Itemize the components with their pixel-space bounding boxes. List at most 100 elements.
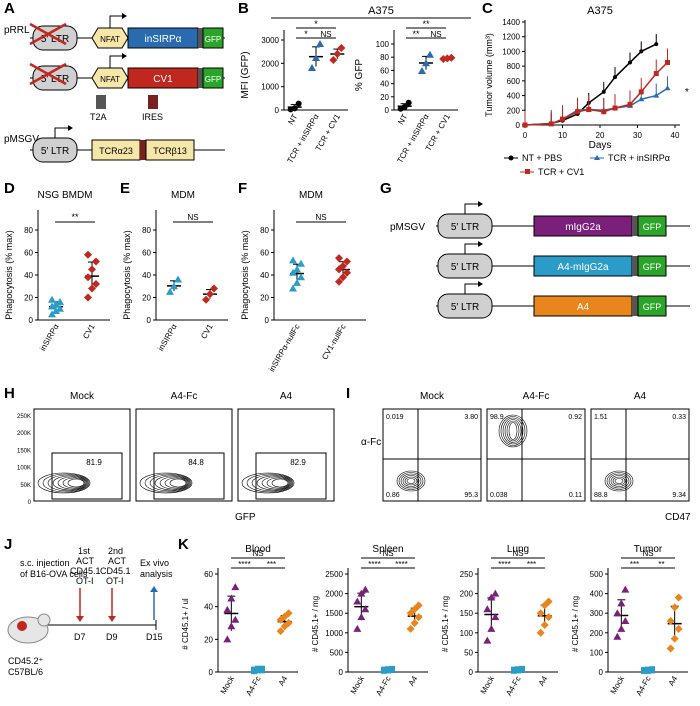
data-point xyxy=(88,284,96,293)
y-tick-label: 80 xyxy=(260,226,269,235)
panel-e-chart: MDM Phagocytosis (% max) 020406080inSIRP… xyxy=(122,190,228,353)
data-point xyxy=(333,50,342,58)
data-point xyxy=(170,282,178,290)
panel-b-title: A375 xyxy=(368,5,394,17)
data-point xyxy=(617,624,626,632)
contour xyxy=(398,472,424,490)
contour xyxy=(498,414,528,448)
svg-text:ACT: ACT xyxy=(76,556,95,566)
flow-frame xyxy=(486,408,586,502)
g-gfp-1: GFP xyxy=(643,222,662,232)
y-tick-label: 40 xyxy=(142,271,151,280)
contour xyxy=(396,470,426,492)
data-point xyxy=(670,634,679,643)
t2a-label: T2A xyxy=(90,112,107,122)
data-point xyxy=(540,620,549,629)
construct-name-pmsgv: pMSGV xyxy=(4,134,39,145)
data-point xyxy=(522,122,528,128)
panel-label-a: A xyxy=(4,0,15,17)
y-tick-label: 1400 xyxy=(502,18,520,27)
contour xyxy=(266,477,290,489)
svg-text:CD45.1: CD45.1 xyxy=(70,566,101,576)
data-point xyxy=(56,304,64,312)
c-legend-1: TCR + inSIRPα xyxy=(608,153,670,163)
k-title: Blood xyxy=(245,544,271,555)
y-tick-label: 0 xyxy=(385,106,390,115)
data-point xyxy=(84,250,92,259)
panel-h-flow: Mock81.9250K200K150K100K50K0A4-Fc84.8A48… xyxy=(17,391,335,523)
data-point xyxy=(166,287,174,295)
data-point xyxy=(664,85,671,91)
y-tick-label: 0 xyxy=(29,316,34,325)
quadrant-value: 0.019 xyxy=(386,414,404,421)
j-mouse-1: CD45.2⁺ xyxy=(8,656,44,666)
data-point xyxy=(666,644,675,653)
data-point xyxy=(613,632,622,640)
c-legend-0: NT + PBS xyxy=(522,153,562,163)
data-point xyxy=(56,298,64,305)
data-point xyxy=(613,609,622,617)
y-tick-label: 2500 xyxy=(325,570,343,579)
nfat-label-1: NFAT xyxy=(100,35,120,44)
data-point xyxy=(515,666,521,673)
data-point xyxy=(621,617,630,625)
contour xyxy=(606,472,632,490)
category-label: NT xyxy=(396,112,409,126)
contour xyxy=(612,476,626,486)
data-point xyxy=(357,589,366,597)
data-point xyxy=(670,603,679,612)
contour xyxy=(400,473,422,489)
x-tick-label: 40 xyxy=(671,131,680,140)
flow-title: A4 xyxy=(634,391,647,402)
y-tick-label: 100 xyxy=(460,629,474,638)
data-point xyxy=(343,268,351,277)
data-point xyxy=(339,262,347,270)
data-point xyxy=(284,619,293,627)
y-tick-label: 60 xyxy=(142,249,151,258)
data-point xyxy=(422,59,430,67)
series-line xyxy=(524,87,668,126)
flow-title: A4-Fc xyxy=(523,391,550,402)
quadrant-value: 0.92 xyxy=(568,414,582,421)
data-point xyxy=(665,59,670,65)
data-point xyxy=(308,64,316,71)
data-point xyxy=(612,105,618,111)
y-tick-label: 150K xyxy=(17,448,31,454)
data-point xyxy=(297,273,305,281)
data-point xyxy=(353,624,362,632)
y-tick-label: 200K xyxy=(17,431,31,437)
panel-d-chart: NSG BMDM Phagocytosis (% max) 020406080i… xyxy=(4,190,110,353)
panel-d-ylabel: Phagocytosis (% max) xyxy=(4,230,14,320)
j-act2-a: 2nd xyxy=(108,546,123,556)
g-box3-label: A4 xyxy=(577,302,590,313)
data-point xyxy=(231,583,240,591)
flow-title: A4 xyxy=(280,391,293,402)
ltr-label-3: 5′ LTR xyxy=(41,146,69,157)
y-tick-label: 200 xyxy=(507,106,521,115)
y-tick-label: 1200 xyxy=(502,33,520,42)
data-point xyxy=(337,44,346,52)
y-tick-label: 0 xyxy=(275,106,280,115)
contour xyxy=(406,478,416,484)
quadrant-value: 0.86 xyxy=(386,492,400,499)
svg-text:OT-I: OT-I xyxy=(106,576,124,586)
x-tick-label: 10 xyxy=(558,131,567,140)
sig-label: **** xyxy=(498,560,510,569)
x-tick-label: 0 xyxy=(523,131,528,140)
data-point xyxy=(544,613,553,622)
data-point xyxy=(638,96,645,102)
data-point xyxy=(487,593,496,601)
data-point xyxy=(447,53,456,62)
panel-d-sig: ** xyxy=(71,212,79,222)
data-point xyxy=(361,585,370,593)
y-tick-label: 20 xyxy=(24,294,33,303)
contour xyxy=(506,420,520,442)
data-point xyxy=(491,589,500,597)
data-point xyxy=(536,609,545,618)
insirpa-label: inSIRPα xyxy=(145,34,182,45)
data-point xyxy=(385,666,391,673)
flow-title: A4-Fc xyxy=(171,391,198,402)
data-point xyxy=(202,295,210,304)
gate-value: 84.8 xyxy=(188,458,204,467)
